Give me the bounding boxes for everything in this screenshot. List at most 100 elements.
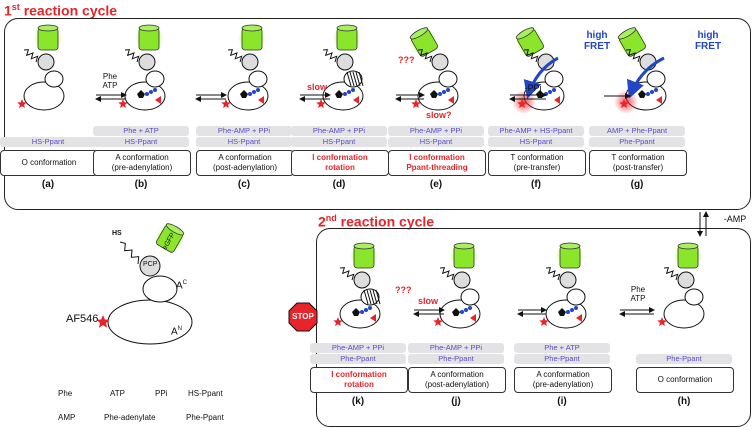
pcp-domain: [559, 271, 577, 289]
phosphate-icon: [446, 88, 450, 92]
legend-label-phe-adenylate: Phe-adenylate: [104, 413, 156, 422]
enzyme-cartoon: [221, 24, 269, 111]
pcp-domain: [431, 53, 449, 71]
slow-label-top: slow: [307, 82, 328, 92]
amp-icon: [137, 90, 145, 98]
conformation-text: A conformation: [115, 153, 169, 162]
legend-label-ppi: PPi: [155, 389, 168, 398]
ppant-arm-icon: [545, 267, 561, 281]
schematic-an-label: AN: [171, 326, 183, 338]
phosphate-icon: [256, 88, 260, 92]
legend-label-amp: AMP: [58, 413, 76, 422]
phosphate-icon: [438, 92, 442, 96]
phosphate-icon: [460, 310, 464, 314]
egfp-barrel-icon: [350, 242, 378, 270]
ppant-arm-icon: [124, 49, 140, 63]
phosphate-icon: [145, 92, 149, 96]
enzyme-cartoon: [539, 242, 587, 329]
top-panel-label: (a): [41, 179, 55, 190]
phe-icon: [656, 96, 662, 104]
fret-arrow-icon: [626, 56, 665, 99]
ac-domain: [460, 288, 480, 306]
amp-icon: [430, 90, 438, 98]
cycle2-title: 2nd reaction cycle: [318, 213, 435, 230]
phosphate-icon: [252, 90, 256, 94]
ppant-arm-icon: [439, 267, 455, 281]
phosphate-icon: [153, 88, 157, 92]
ac-domain: [44, 70, 64, 88]
top-state-pill: HS-Ppant: [196, 137, 292, 147]
slow-question-label: slow?: [426, 110, 452, 120]
top-panel-label: (f): [531, 179, 541, 190]
ac-domain: [360, 288, 380, 306]
phosphate-icon: [442, 90, 446, 94]
top-conformation-box: A conformation(pre-adenylation): [93, 150, 191, 176]
phosphate-icon: [149, 90, 153, 94]
af546-star-icon: [221, 99, 231, 108]
egfp-barrel-icon: [333, 24, 361, 52]
phe-icon: [258, 96, 264, 104]
top-state-pill: Phe-AMP + PPi: [388, 126, 484, 136]
amp-icon: [352, 308, 360, 316]
af546-star-icon: [657, 317, 667, 326]
conformation-text: A conformation: [430, 370, 484, 379]
bottom-panel-label: (k): [351, 396, 365, 407]
bottom-state-pill: Phe-Ppant: [514, 354, 610, 364]
egfp-barrel-icon: [238, 24, 266, 52]
ac-domain: [248, 70, 268, 88]
enzyme-cartoon: [433, 242, 481, 329]
egfp-barrel-icon: [674, 242, 702, 270]
ppant-arm-icon: [322, 49, 338, 63]
amp-icon: [558, 308, 566, 316]
ac-domain: [646, 70, 666, 88]
ac-domain: [684, 288, 704, 306]
bottom-conformation-box: A conformation(pre-adenylation): [514, 367, 612, 393]
pcp-domain: [241, 53, 259, 71]
phosphate-icon: [343, 92, 347, 96]
top-panel-label: (b): [134, 179, 148, 190]
phe-icon: [554, 96, 560, 104]
phe-icon: [370, 314, 376, 322]
top-state-pill: HS-Ppant: [93, 137, 189, 147]
conformation-text: I conformation: [409, 153, 465, 162]
schematic-pcp-domain: [139, 255, 161, 277]
top-state-pill: Phe-AMP + PPi: [196, 126, 292, 136]
enzyme-cartoon: [17, 24, 65, 111]
phe-icon: [448, 96, 454, 104]
stop-sign-icon: STOP: [288, 302, 318, 332]
top-conformation-box: A conformation(post-adenylation): [196, 150, 294, 176]
pcp-domain: [336, 53, 354, 71]
phosphate-icon: [548, 90, 552, 94]
slow-label-bottom: slow: [418, 296, 439, 306]
phe-icon: [576, 314, 582, 322]
bottom-conformation-box: O conformation: [636, 367, 734, 393]
bottom-state-pill: Phe-Ppant: [408, 354, 504, 364]
top-state-pill: HS-Ppant: [488, 137, 584, 147]
bottom-panel-label: (j): [451, 396, 461, 407]
af546-star-icon: [316, 99, 326, 108]
conformation-text: rotation: [344, 380, 374, 389]
top-state-pill: HS-Ppant: [0, 137, 96, 147]
af546-star-icon: [333, 317, 343, 326]
question-marks-top: ???: [398, 55, 415, 65]
enzyme-cartoon: [316, 24, 364, 111]
pcp-domain: [677, 271, 695, 289]
conformation-text: T conformation: [611, 153, 665, 162]
ac-domain: [438, 70, 458, 88]
conformation-text: rotation: [325, 163, 355, 172]
cycle1-title: 1st reaction cycle: [4, 2, 118, 19]
enzyme-cartoon: [406, 24, 459, 111]
phosphate-icon: [351, 88, 355, 92]
conformation-text: T conformation: [510, 153, 564, 162]
top-state-pill: AMP + Phe-Ppant: [589, 126, 685, 136]
cycle2-panel: [316, 228, 751, 427]
ppant-arm-icon: [523, 49, 539, 63]
top-conformation-box: T conformation(pre-transfer): [488, 150, 586, 176]
top-panel-label: (c): [237, 179, 251, 190]
top-state-pill: Phe + ATP: [93, 126, 189, 136]
